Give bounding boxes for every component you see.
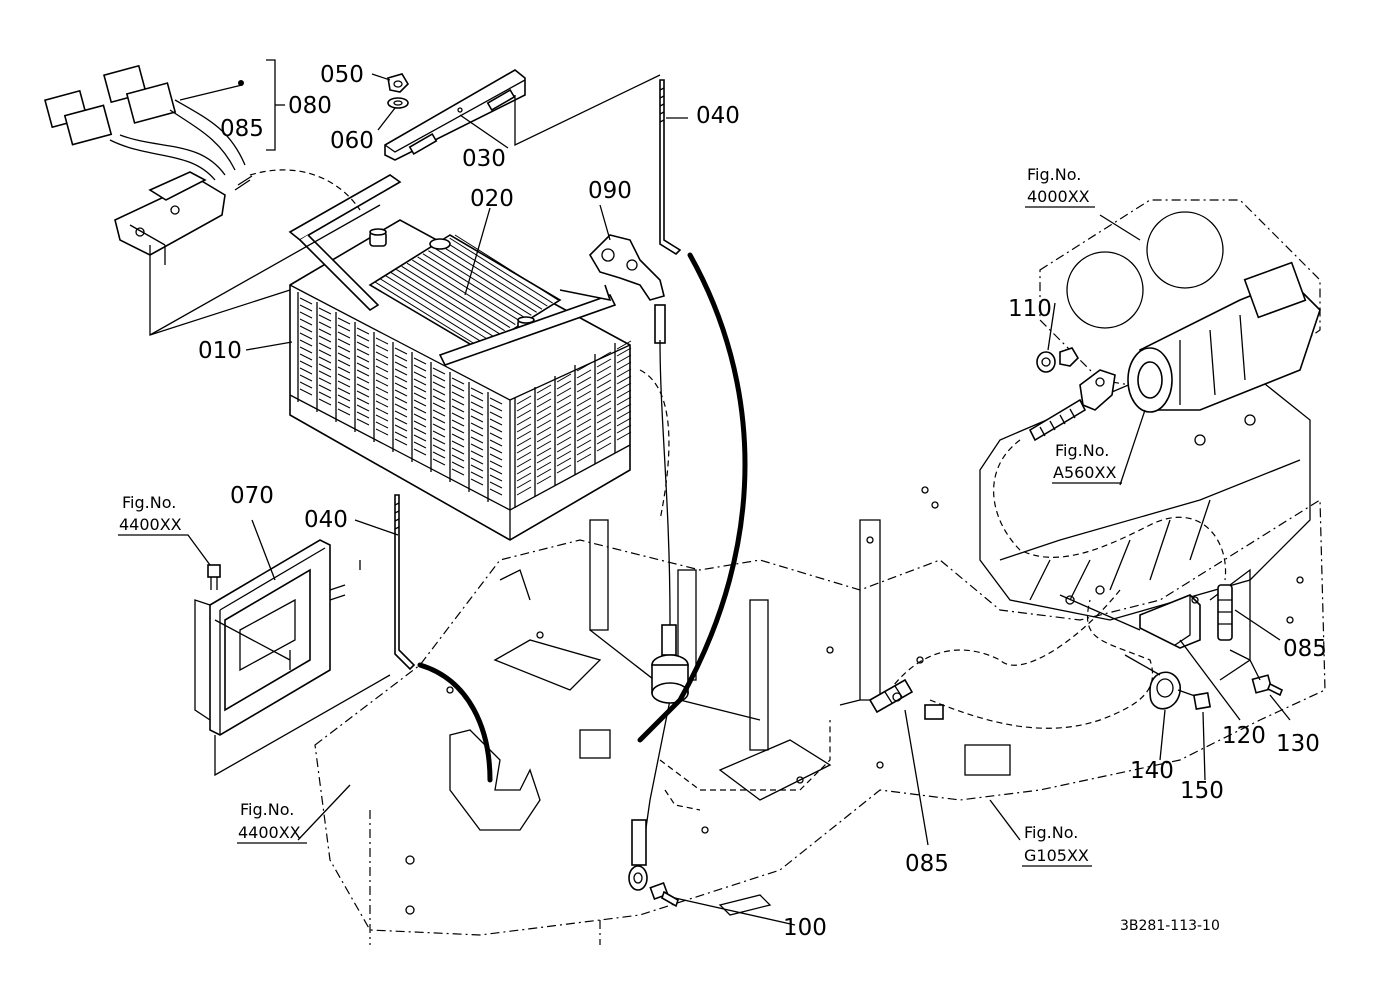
callout-070: 070 <box>230 483 274 509</box>
callout-010: 010 <box>198 338 242 364</box>
callout-100: 100 <box>783 915 827 941</box>
figure-ref-label: Fig.No. <box>122 493 176 512</box>
figure-ref-4000XX: Fig.No. 4000XX <box>1025 165 1095 208</box>
marker-dot <box>238 80 244 86</box>
callout-020: 020 <box>470 186 514 212</box>
figure-ref-A560XX: Fig.No. A560XX <box>1052 441 1122 484</box>
callout-140: 140 <box>1130 758 1174 784</box>
bolt-130 <box>1251 674 1284 697</box>
bolt-150 <box>1192 691 1212 711</box>
figure-ref-number: A560XX <box>1053 463 1116 482</box>
bracket-120 <box>1139 594 1201 649</box>
figure-ref-4400XX-lower: Fig.No. 4400XX <box>237 800 307 844</box>
callout-050: 050 <box>320 62 364 88</box>
callout-085-harness: 085 <box>220 116 264 142</box>
figure-ref-number: 4400XX <box>119 515 182 534</box>
nut-washer-110 <box>1036 347 1080 373</box>
callout-085-right: 085 <box>1283 636 1327 662</box>
callout-090: 090 <box>588 178 632 204</box>
figure-ref-label: Fig.No. <box>1055 441 1109 460</box>
drawing-code: 3B281-113-10 <box>1120 918 1220 934</box>
bolt-100 <box>649 881 679 908</box>
starter-cable <box>249 169 1227 729</box>
negative-cable <box>628 339 689 891</box>
figure-ref-label: Fig.No. <box>1024 823 1078 842</box>
callout-130: 130 <box>1276 731 1320 757</box>
harness-connector-mid <box>868 678 944 720</box>
nut-050 <box>387 73 410 93</box>
battery-ribs <box>297 292 632 508</box>
figure-ref-number: G105XX <box>1024 846 1089 865</box>
battery-label-plate <box>368 234 562 351</box>
washer-060 <box>387 97 409 109</box>
callout-040-left: 040 <box>304 507 348 533</box>
callout-120: 120 <box>1222 723 1266 749</box>
harness-connector-right <box>1217 584 1233 641</box>
battery-hold-frame <box>288 174 617 366</box>
connector-harness <box>44 64 253 265</box>
starter-cable-end <box>1028 369 1116 442</box>
clamp-140 <box>1149 671 1196 710</box>
figure-ref-label: Fig.No. <box>240 800 294 819</box>
terminal-clamp-090 <box>588 234 666 344</box>
battery-bracket <box>194 539 346 736</box>
figure-ref-label: Fig.No. <box>1027 165 1081 184</box>
chassis-frame <box>314 486 1326 945</box>
callout-110: 110 <box>1008 296 1052 322</box>
callout-150: 150 <box>1180 778 1224 804</box>
hold-down-bar <box>384 69 526 161</box>
callout-060: 060 <box>330 128 374 154</box>
routing-arrows <box>417 252 748 783</box>
figure-ref-number: 4000XX <box>1027 187 1090 206</box>
callout-labels: 050 060 080 085 030 040 020 090 010 070 … <box>198 62 1327 941</box>
callout-040-right: 040 <box>696 103 740 129</box>
callout-030: 030 <box>462 146 506 172</box>
figure-ref-G105XX: Fig.No. G105XX <box>1022 823 1092 867</box>
rod-040-right <box>659 79 682 256</box>
callout-080: 080 <box>288 93 332 119</box>
figure-ref-number: 4400XX <box>238 823 301 842</box>
figure-ref-4400XX-upper: Fig.No. 4400XX <box>118 493 211 566</box>
rod-040-left <box>394 494 416 671</box>
leader-lines <box>149 59 1291 926</box>
starter-motor <box>1127 261 1321 413</box>
callout-085-bottom: 085 <box>905 851 949 877</box>
